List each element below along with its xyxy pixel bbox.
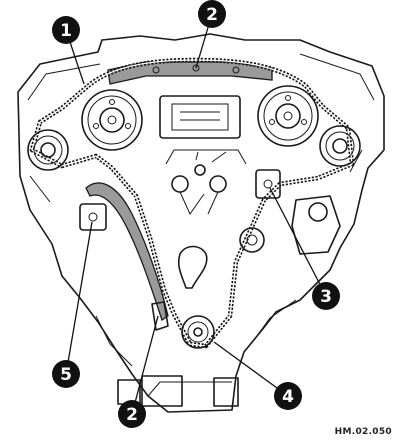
center-components <box>165 149 247 216</box>
svg-text:4: 4 <box>282 387 294 407</box>
callout-1: 1 <box>52 16 85 85</box>
left-chain-tensioner <box>79 203 107 231</box>
callout-3: 3 <box>269 187 340 310</box>
figure-reference-code: HM.02.050 <box>334 427 392 437</box>
right-exhaust-sprocket <box>319 125 361 167</box>
svg-text:5: 5 <box>60 365 72 385</box>
right-bracket <box>239 195 341 255</box>
svg-text:2: 2 <box>206 5 218 25</box>
right-chain-tensioner <box>255 169 281 199</box>
svg-text:3: 3 <box>320 287 332 307</box>
timing-chain <box>29 57 355 349</box>
right-cam-sprocket <box>257 85 319 147</box>
crankshaft-sprocket <box>181 315 215 349</box>
center-cover-plate <box>159 95 241 139</box>
callout-2-top: 2 <box>195 0 226 69</box>
callout-4: 4 <box>213 341 302 410</box>
svg-text:2: 2 <box>126 405 138 425</box>
left-exhaust-sprocket <box>27 129 69 171</box>
left-tension-guide <box>85 182 169 322</box>
callout-5: 5 <box>52 221 93 388</box>
svg-text:1: 1 <box>60 21 72 41</box>
oil-pump-bracket <box>177 245 208 289</box>
lower-chain-guide <box>151 301 169 331</box>
callout-2-bottom: 2 <box>118 315 159 428</box>
left-cam-sprocket <box>81 89 143 151</box>
engine-outline <box>17 33 385 413</box>
